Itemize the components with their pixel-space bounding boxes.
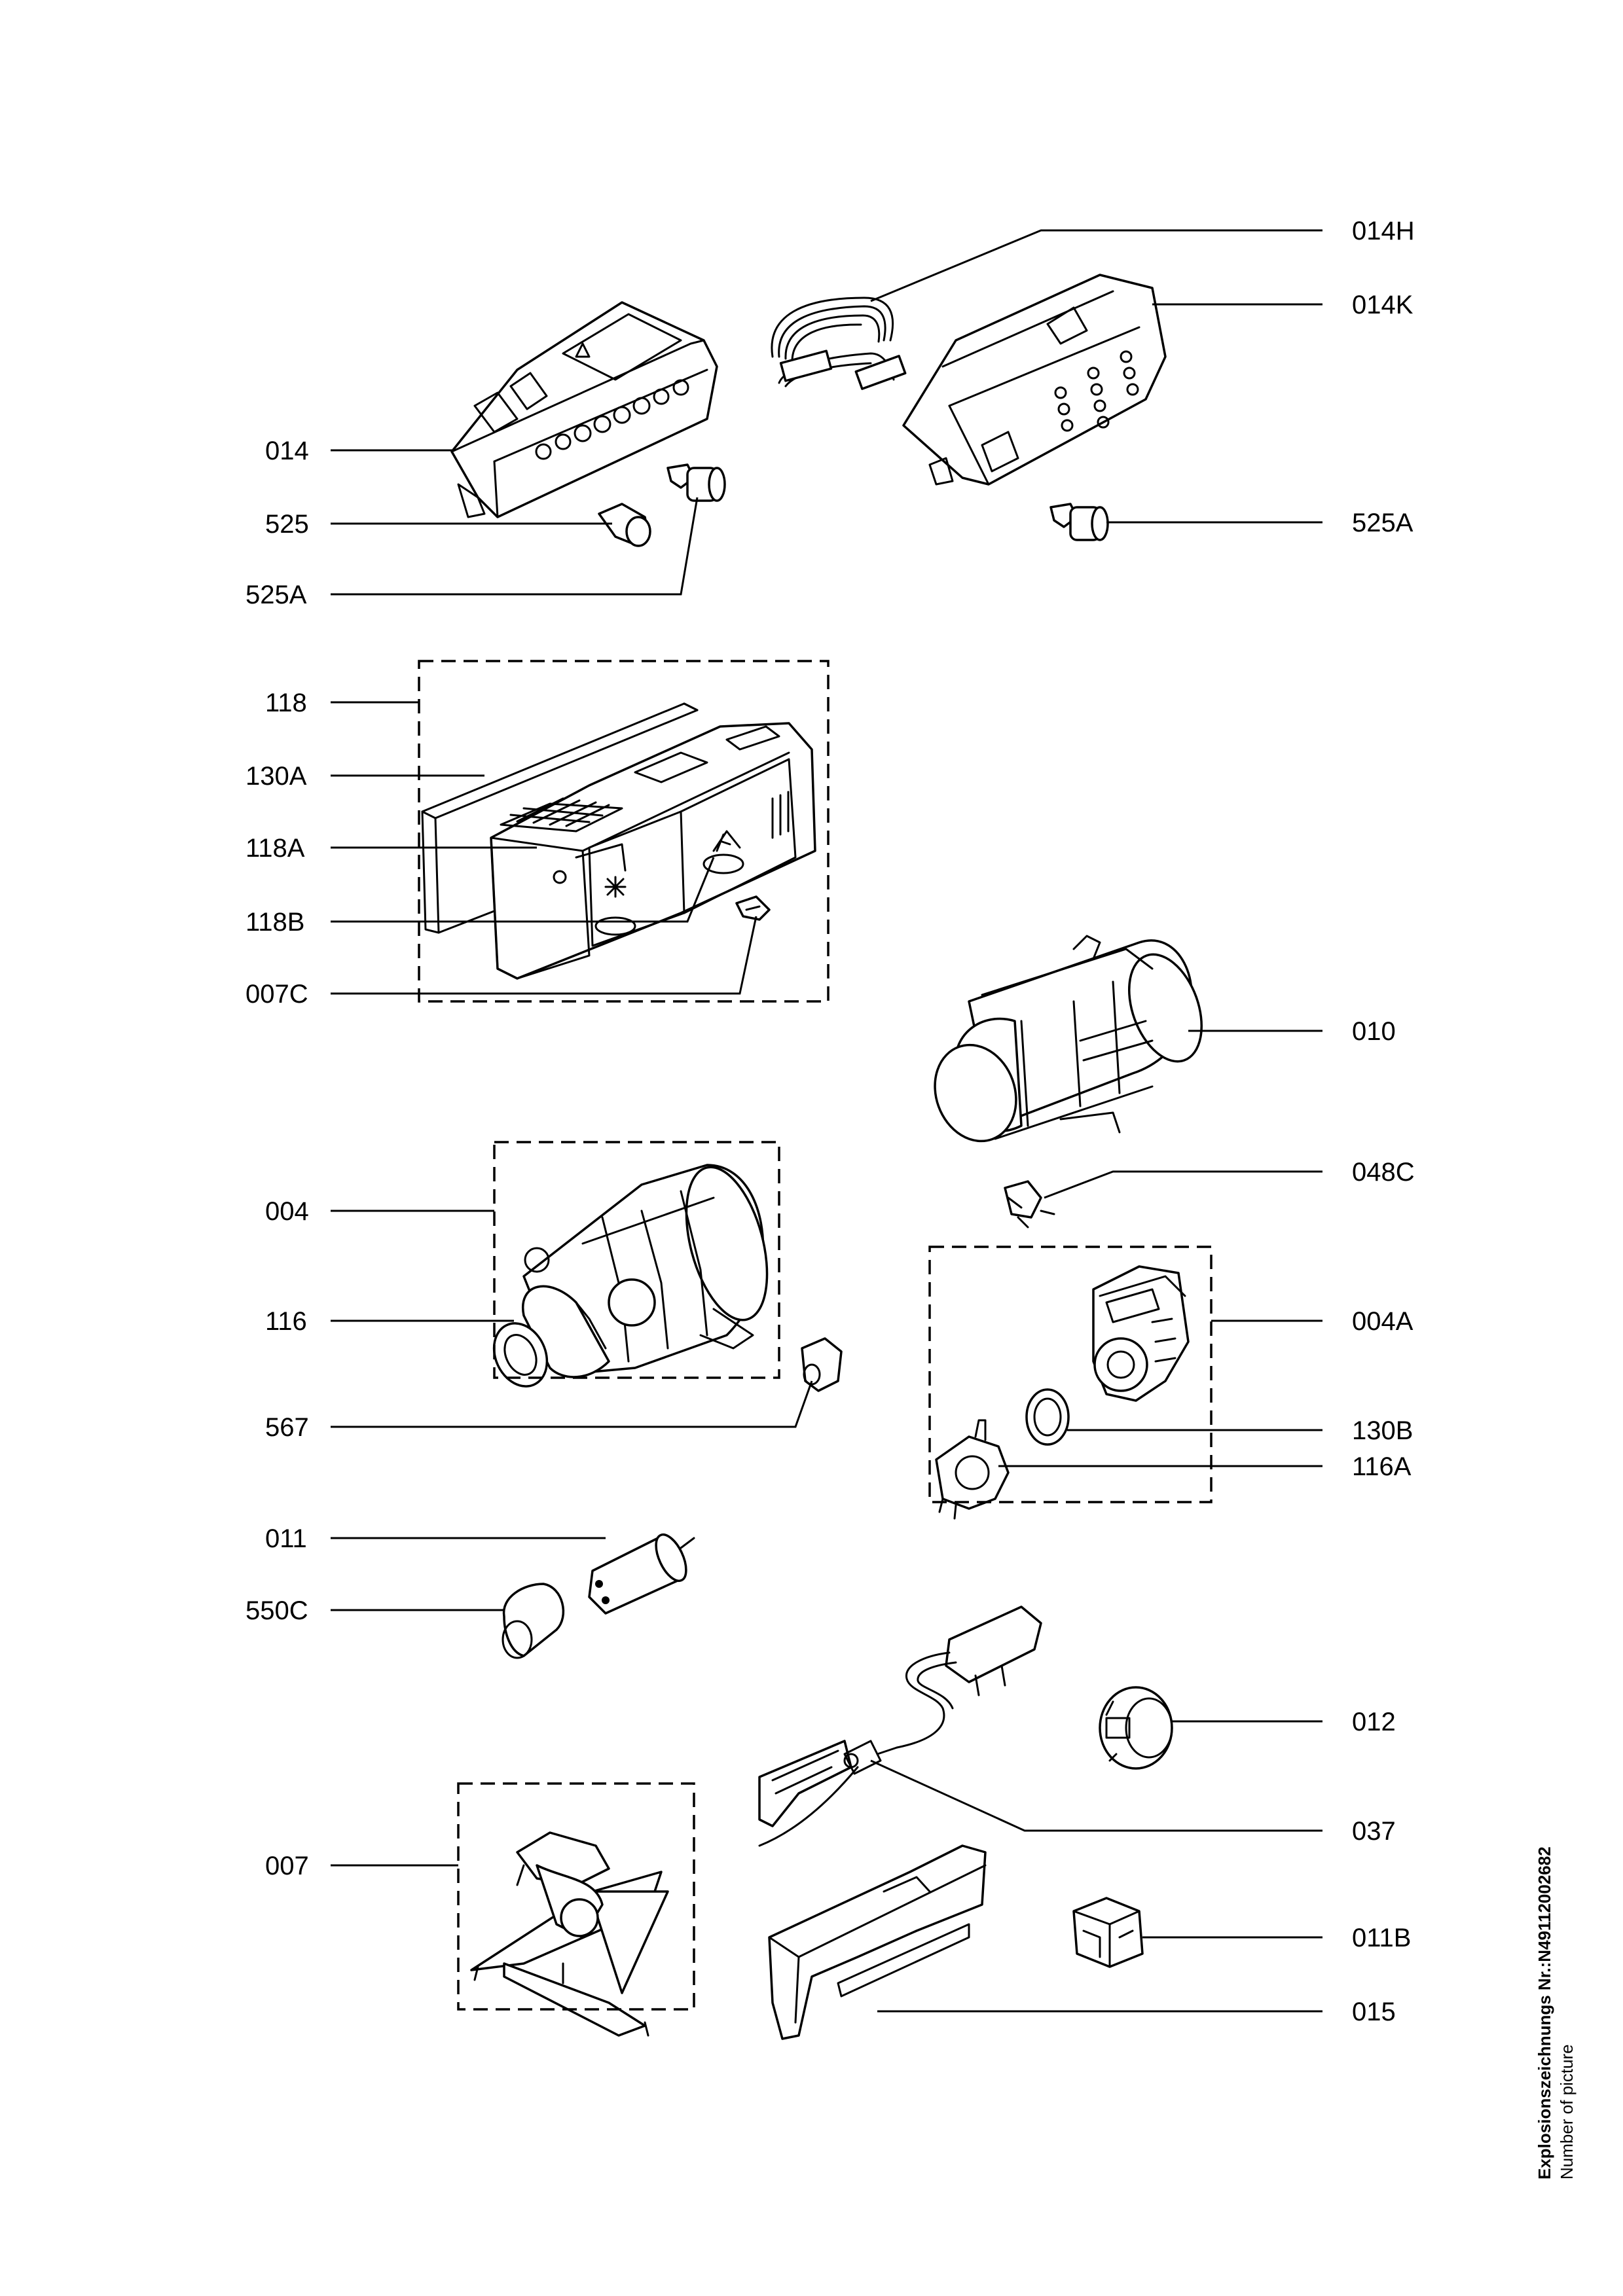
- part-012-rotary-knob: [1099, 1686, 1173, 1770]
- label-130A: 130A: [246, 762, 307, 791]
- part-116A-valve: [935, 1419, 1010, 1520]
- label-130B: 130B: [1352, 1416, 1413, 1445]
- label-567: 567: [265, 1413, 309, 1442]
- part-525A-button-right: [1049, 503, 1109, 541]
- label-007C: 007C: [246, 980, 308, 1009]
- label-011B: 011B: [1352, 1924, 1411, 1952]
- label-048C: 048C: [1352, 1158, 1415, 1187]
- part-004A-pressure-switch: [1092, 1265, 1190, 1402]
- part-118-detergent-dispenser: [421, 702, 816, 980]
- label-118A: 118A: [246, 834, 305, 863]
- label-004A: 004A: [1352, 1307, 1413, 1336]
- label-118B: 118B: [246, 908, 304, 937]
- part-011B-relay: [1072, 1897, 1144, 1968]
- group-frame-118: [418, 660, 830, 1003]
- label-118: 118: [265, 689, 307, 717]
- part-007-spray-arm: [470, 1831, 669, 2037]
- part-007C-clip: [735, 895, 771, 921]
- label-011: 011: [265, 1524, 307, 1553]
- part-130B-seal-ring: [1025, 1388, 1070, 1446]
- part-550C-cap: [501, 1583, 565, 1659]
- label-004: 004: [265, 1197, 309, 1226]
- part-048C-thermostat: [1004, 1180, 1055, 1229]
- part-014K-electronic-module: [902, 274, 1167, 486]
- label-014: 014: [265, 437, 309, 465]
- label-525A-left: 525A: [246, 581, 307, 609]
- leader-lines: [331, 229, 1322, 2013]
- label-014K: 014K: [1352, 291, 1413, 319]
- part-014H-wire-harness: [771, 296, 907, 390]
- label-116A: 116A: [1352, 1452, 1412, 1481]
- part-010-heating-element: [934, 935, 1203, 1143]
- label-037: 037: [1352, 1817, 1396, 1846]
- drawing-number: Explosionszeichnungs Nr.:N49112002682: [1535, 1846, 1554, 2179]
- part-004-circulation-pump: [492, 1164, 769, 1388]
- part-011-capacitor: [588, 1533, 695, 1615]
- label-010: 010: [1352, 1017, 1396, 1046]
- label-525: 525: [265, 510, 309, 539]
- label-550C: 550C: [246, 1596, 308, 1625]
- label-525A-right: 525A: [1352, 509, 1413, 537]
- part-525A-button-left: [666, 463, 726, 502]
- label-012: 012: [1352, 1708, 1396, 1736]
- part-567-clamp: [801, 1337, 843, 1392]
- part-525-knob: [598, 503, 651, 547]
- label-116: 116: [265, 1307, 307, 1336]
- label-015: 015: [1352, 1998, 1396, 2026]
- group-frame-007: [457, 1782, 695, 2011]
- label-007: 007: [265, 1852, 309, 1880]
- reference-labels: 014H 014K 014 525 525A 525A 118 130A 118…: [246, 217, 1415, 2026]
- part-037-power-cable: [758, 1605, 1042, 1847]
- part-014-electronic-module: [450, 301, 718, 518]
- picture-caption: Number of picture: [1557, 2044, 1577, 2179]
- part-015-cover-housing: [768, 1844, 987, 2040]
- label-014H: 014H: [1352, 217, 1415, 245]
- group-frame-004A: [928, 1246, 1213, 1503]
- group-frame-004: [493, 1141, 780, 1379]
